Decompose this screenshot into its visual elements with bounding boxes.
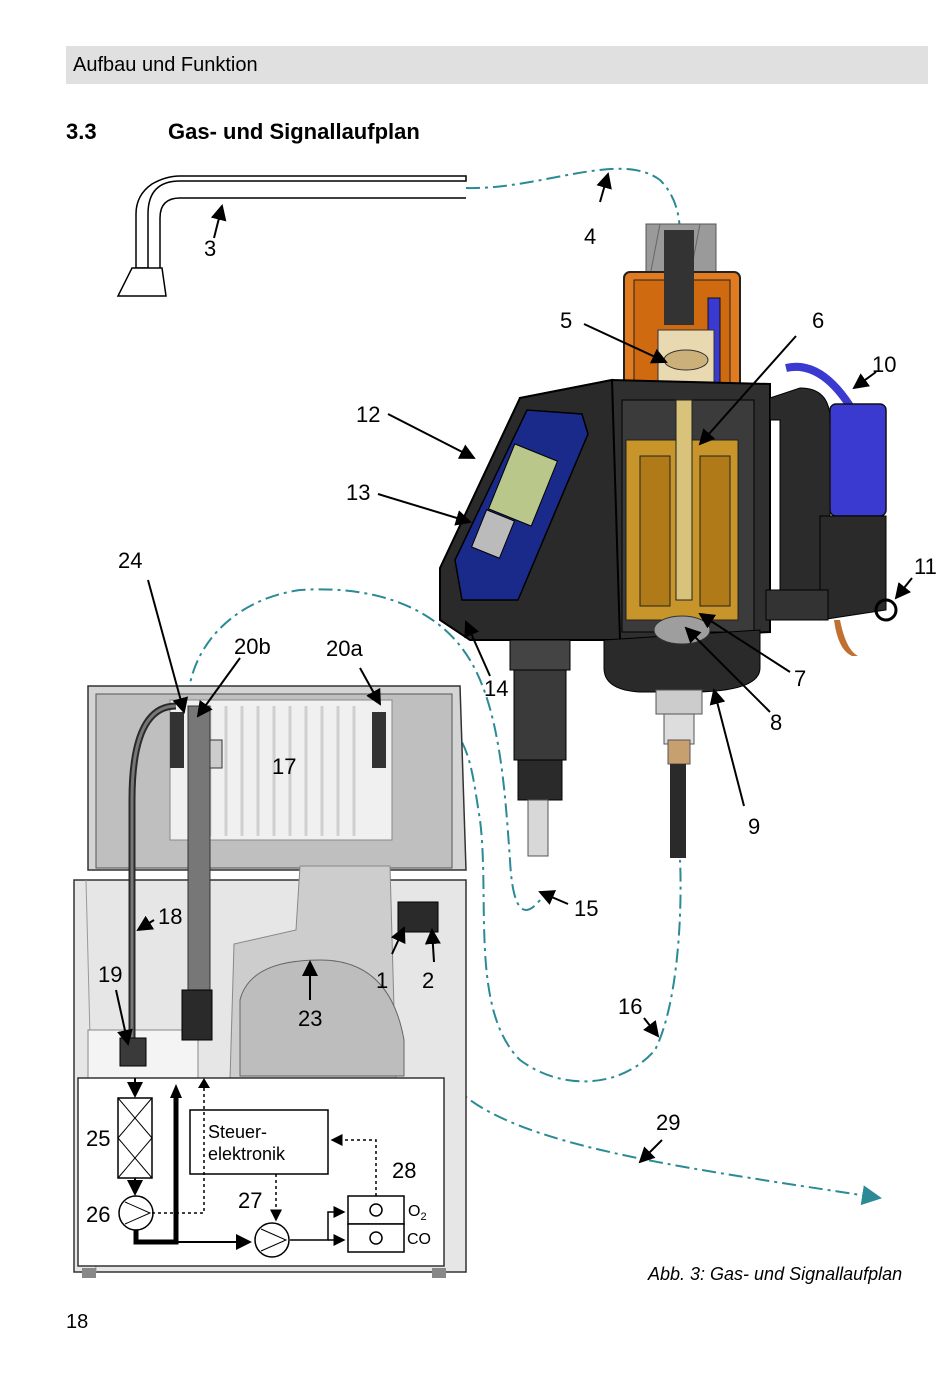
label-13: 13 bbox=[346, 480, 370, 505]
label-11: 11 bbox=[914, 554, 937, 579]
label-23: 23 bbox=[298, 1006, 322, 1031]
header-section-title: Aufbau und Funktion bbox=[73, 54, 258, 76]
label-2: 2 bbox=[422, 968, 434, 993]
figure-caption: Abb. 3: Gas- und Signallaufplan bbox=[648, 1264, 903, 1284]
sensor-o2-label: O2 bbox=[408, 1203, 427, 1223]
label-14: 14 bbox=[484, 676, 508, 701]
label-1: 1 bbox=[376, 968, 388, 993]
label-3: 3 bbox=[204, 236, 216, 261]
label-28: 28 bbox=[392, 1158, 416, 1183]
label-29: 29 bbox=[656, 1110, 680, 1135]
probe-handle bbox=[439, 223, 898, 858]
label-27: 27 bbox=[238, 1188, 262, 1213]
label-17: 17 bbox=[272, 754, 296, 779]
label-19: 19 bbox=[98, 962, 122, 987]
label-16: 16 bbox=[618, 994, 642, 1019]
label-5: 5 bbox=[560, 308, 572, 333]
label-15: 15 bbox=[574, 896, 598, 921]
label-24: 24 bbox=[118, 548, 142, 573]
label-20b: 20b bbox=[234, 634, 271, 659]
leader-arrows bbox=[115, 172, 913, 1164]
label-26: 26 bbox=[86, 1202, 110, 1227]
part-labels: 3 4 5 6 7 8 9 10 11 12 13 14 15 16 17 18… bbox=[86, 224, 937, 1248]
label-18: 18 bbox=[158, 904, 182, 929]
page-number: 18 bbox=[66, 1311, 89, 1333]
label-4: 4 bbox=[584, 224, 596, 249]
label-6: 6 bbox=[812, 308, 824, 333]
section-number: 3.3 bbox=[66, 119, 97, 144]
sensor-co-label: CO bbox=[407, 1231, 431, 1248]
header-bar: Aufbau und Funktion bbox=[66, 46, 928, 84]
control-box-line1: Steuer- bbox=[208, 1122, 267, 1142]
label-20a: 20a bbox=[326, 636, 363, 661]
section-title: Gas- und Signallaufplan bbox=[168, 119, 420, 144]
label-8: 8 bbox=[770, 710, 782, 735]
extraction-hood bbox=[116, 175, 467, 297]
flow-diagram bbox=[117, 1078, 405, 1258]
control-box-line2: elektronik bbox=[208, 1144, 286, 1164]
label-7: 7 bbox=[794, 666, 806, 691]
label-25: 25 bbox=[86, 1126, 110, 1151]
label-12: 12 bbox=[356, 402, 380, 427]
label-10: 10 bbox=[872, 352, 896, 377]
analyser-case bbox=[73, 685, 467, 1278]
label-9: 9 bbox=[748, 814, 760, 839]
